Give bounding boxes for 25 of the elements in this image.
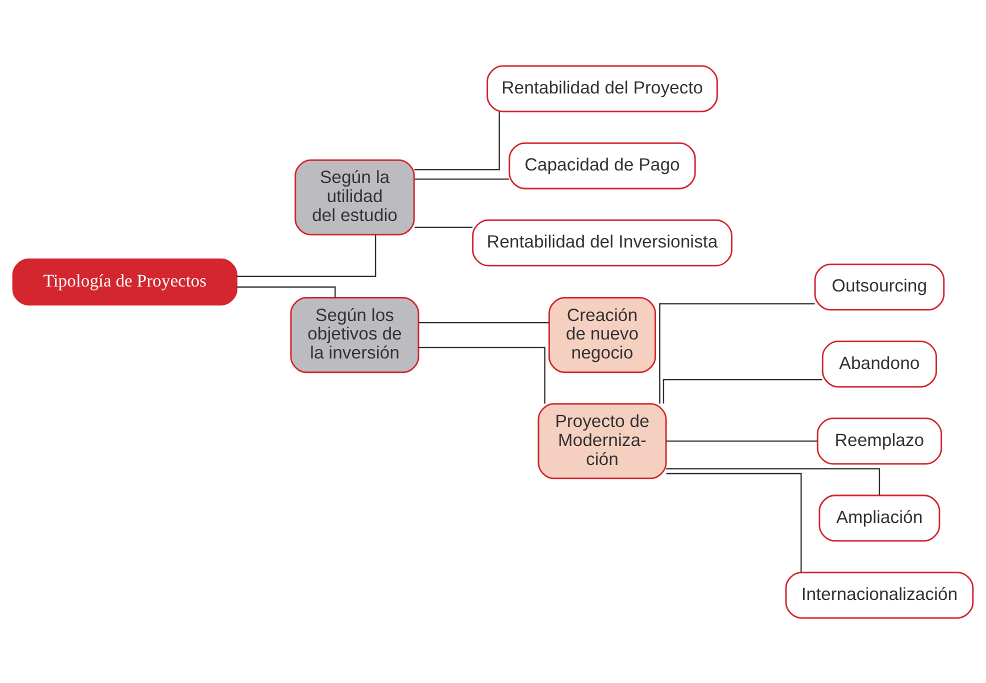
node-box: Según los objetivos de la inversión [290,296,420,373]
connector [666,468,880,495]
connector [414,178,510,180]
connector [666,472,802,572]
node-box: Ampliación [818,494,940,542]
node-box: Tipología de Proyectos [12,258,238,305]
connector [418,346,546,404]
connector [666,440,818,442]
connector [418,322,549,323]
node-box: Proyecto de Moderniza- ción [538,402,667,479]
connector [414,111,500,170]
connector [414,226,472,228]
node-box: Rentabilidad del Proyecto [486,64,718,112]
connector [236,286,336,298]
node-box: Rentabilidad del Inversionista [472,218,732,266]
node-box: Internacionalización [785,571,974,618]
connector [659,302,815,404]
node-box: Capacidad de Pago [508,142,696,189]
node-box: Outsourcing [814,263,945,310]
node-box: Abandono [822,340,938,388]
node-box: Según la utilidad del estudio [294,158,415,235]
connector [236,234,376,276]
node-box: Reemplazo [816,417,942,464]
node-box: Creación de nuevo negocio [548,296,656,373]
connector [662,378,822,404]
